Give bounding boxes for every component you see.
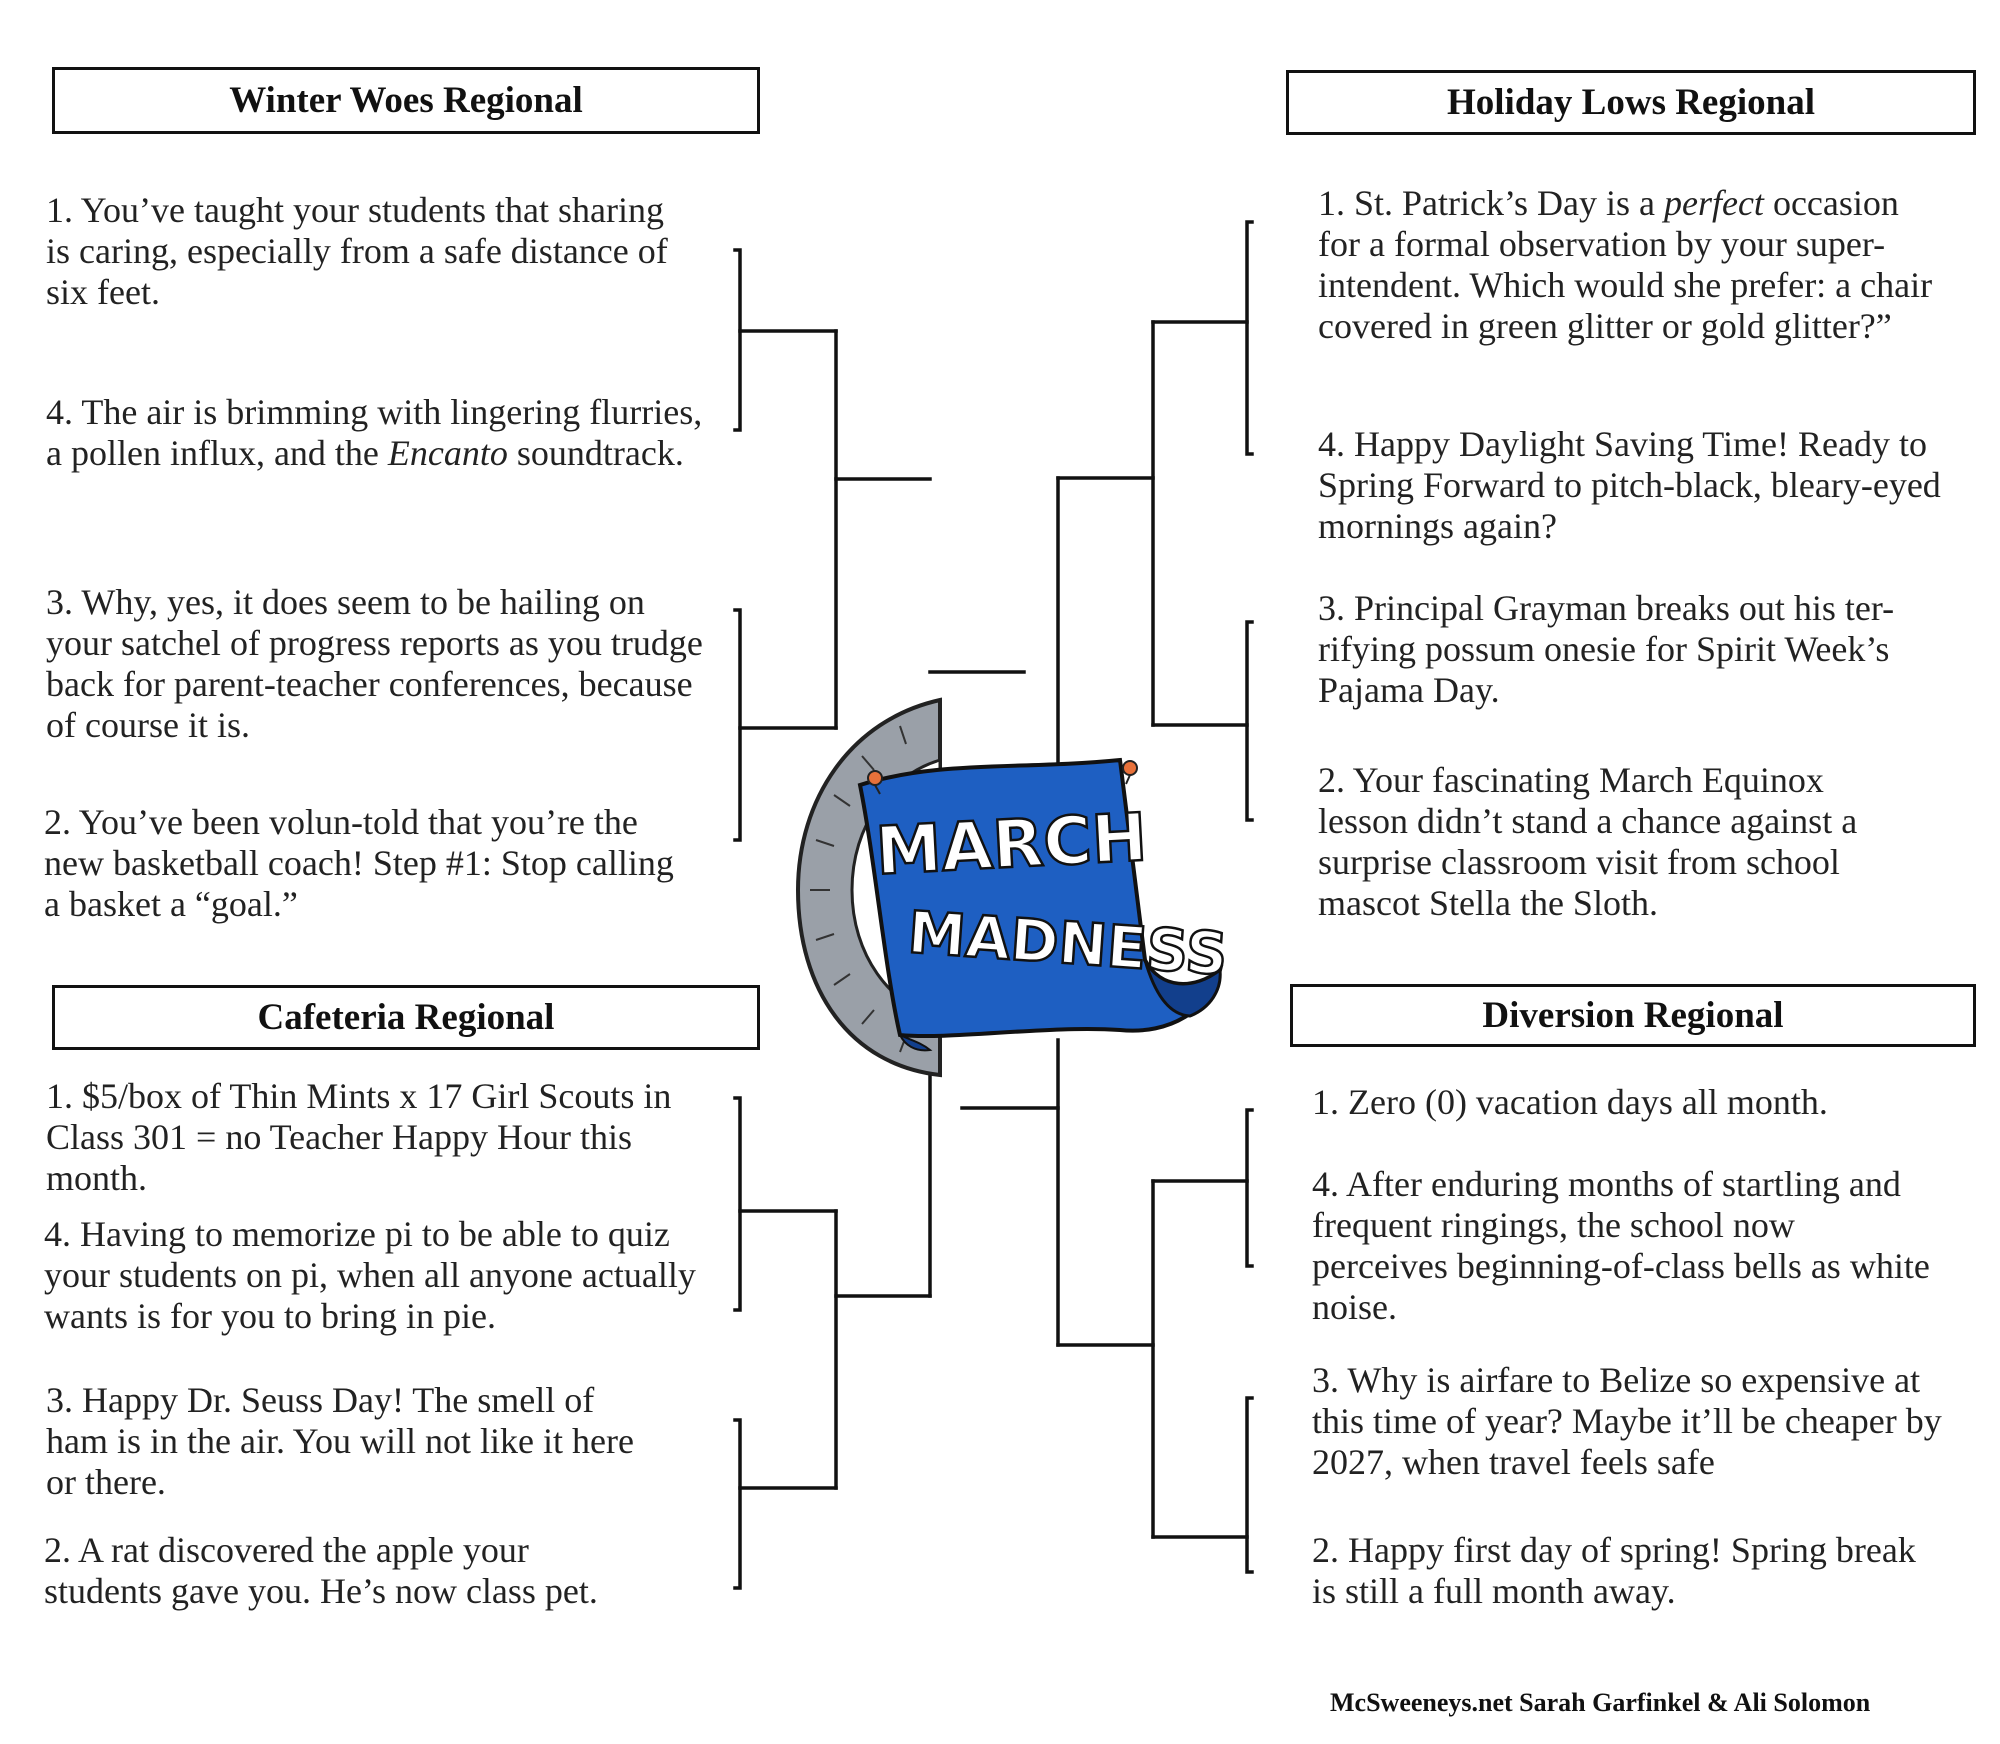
- cafeteria-entry-1: 1. $5/box of Thin Mints x 17 Girl Scouts…: [46, 1076, 672, 1198]
- cafeteria-regional-title: Cafeteria Regional: [52, 985, 760, 1050]
- winter-entry-3: 3. Why, yes, it does seem to be hailing …: [46, 582, 703, 745]
- banner-icon: [857, 757, 1224, 1052]
- winter-bracket-3v2: [733, 608, 742, 842]
- cafeteria-entry-3: 3. Happy Dr. Seuss Day! The smell of ham…: [46, 1380, 634, 1502]
- diversion-regional-title: Diversion Regional: [1290, 984, 1976, 1047]
- holiday-bracket-1v4: [1245, 220, 1254, 456]
- holiday-entry-1: 1. St. Patrick’s Day is a perfect occasi…: [1318, 183, 1933, 346]
- winter-entry-2: 2. You’ve been volun-told that you’re th…: [44, 802, 674, 924]
- cafeteria-bracket-1v4: [733, 1096, 742, 1312]
- winter-regional-title: Winter Woes Regional: [52, 67, 760, 134]
- winter-entry-1: 1. You’ve taught your students that shar…: [46, 190, 668, 312]
- diversion-bracket-3v2: [1245, 1396, 1254, 1574]
- diversion-entry-1: 1. Zero (0) vacation days all month.: [1312, 1082, 1828, 1122]
- holiday-regional-title: Holiday Lows Regional: [1286, 70, 1976, 135]
- holiday-entry-2: 2. Your fascinating March Equinox lesson…: [1318, 760, 1858, 923]
- diversion-entry-2: 2. Happy first day of spring! Spring bre…: [1312, 1530, 1916, 1611]
- cafeteria-entry-2: 2. A rat discovered the apple your stude…: [44, 1530, 598, 1611]
- encanto-title: Encanto: [387, 433, 508, 473]
- logo-line-march: MARCH: [874, 799, 1149, 890]
- cafeteria-entry-4: 4. Having to memorize pi to be able to q…: [44, 1214, 696, 1336]
- march-madness-logo: MARCH MADNESS: [795, 697, 1231, 1078]
- holiday-entry-4: 4. Happy Daylight Saving Time! Ready to …: [1318, 424, 1941, 546]
- perfect-word: perfect: [1663, 183, 1764, 223]
- diversion-entry-4: 4. After enduring months of startling an…: [1312, 1164, 1930, 1327]
- winter-bracket-1v4: [733, 248, 742, 432]
- credit-line: McSweeneys.net Sarah Garfinkel & Ali Sol…: [1330, 1688, 1871, 1717]
- diversion-bracket-1v4: [1245, 1108, 1254, 1268]
- holiday-bracket-3v2: [1245, 620, 1254, 822]
- winter-entry-4: 4. The air is brimming with lingering fl…: [46, 392, 703, 473]
- cafeteria-bracket-3v2: [733, 1418, 742, 1590]
- diversion-entry-3: 3. Why is airfare to Belize so expensive…: [1312, 1360, 1942, 1482]
- pushpin-icon: [867, 760, 1138, 795]
- holiday-entry-3: 3. Principal Grayman breaks out his ter-…: [1318, 588, 1895, 710]
